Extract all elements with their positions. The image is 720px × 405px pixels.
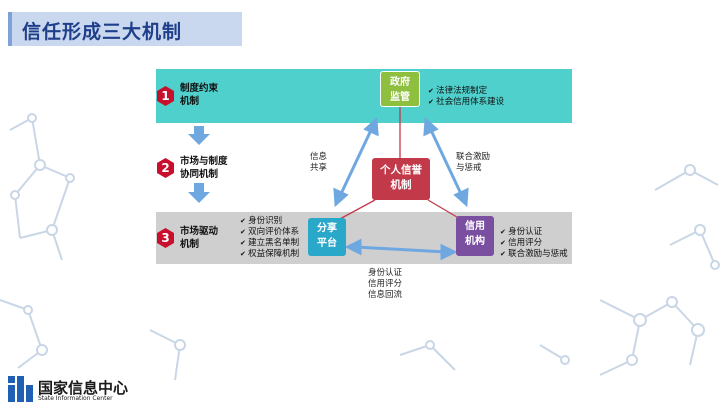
center-line2: 机制 [390,179,412,191]
credit-bullet-list: 身份认证 信用评分 联合激励与惩戒 [500,227,568,260]
gov-bullet: 法律法规制定 [428,86,504,97]
credit-line2: 机构 [465,236,485,247]
mechanism-1-line1: 制度约束 [180,83,219,94]
mechanism-1-label: 制度约束 机制 [180,82,218,108]
mechanism-2-number: 2 [157,158,174,178]
down-arrow-2 [188,183,210,203]
flow-arrow-bottom [355,245,447,254]
flow-arrow-right [428,127,464,197]
logo-subtitle: State Information Center [38,395,113,402]
credit-line1: 信用 [465,221,485,232]
flow-label-right: 联合激励 与惩戒 [456,152,490,174]
gov-line2: 监管 [390,92,410,103]
mechanism-2-label: 市场与制度 协同机制 [180,155,228,181]
logo-icon [8,376,33,402]
mechanism-3-label: 市场驱动 机制 [180,225,218,251]
flow-right-line2: 与惩戒 [456,163,482,173]
credit-bullet: 身份认证 [500,227,568,238]
gov-bullet: 社会信用体系建设 [428,97,504,108]
down-arrow-1 [188,126,210,145]
market-bullet: 双向评价体系 [240,227,299,238]
connector-center-share [337,199,376,221]
flow-label-bottom: 身份认证 信用评分 信息回流 [368,268,402,301]
title-bar [8,12,242,46]
flow-bottom-line: 信用评分 [368,279,403,289]
credit-bullet: 信用评分 [500,238,568,249]
flow-label-left: 信息 共享 [310,152,327,174]
mechanism-1-line2: 机制 [180,96,200,107]
share-line2: 平台 [317,238,337,249]
page-title: 信任形成三大机制 [22,21,183,43]
mechanism-2-line1: 市场与制度 [180,156,228,167]
mechanism-3-line2: 机制 [180,239,200,250]
market-bullet: 身份识别 [240,216,299,227]
flow-bottom-line: 信息回流 [368,290,403,300]
credit-bullet: 联合激励与惩戒 [500,249,568,260]
flow-left-line2: 共享 [310,163,328,173]
center-line1: 个人信誉 [380,164,422,176]
share-line1: 分享 [317,223,337,234]
center-box: 个人信誉 机制 [372,158,430,200]
mechanism-3-line1: 市场驱动 [180,226,219,237]
credit-institution-box: 信用 机构 [456,216,494,256]
flow-arrow-left [338,127,374,197]
market-bullet: 建立黑名单制 [240,238,299,249]
gov-box: 政府 监管 [380,71,420,107]
mechanism-3-number: 3 [157,228,174,248]
share-platform-box: 分享 平台 [308,218,346,256]
logo-name: 国家信息中心 [38,379,129,397]
market-bullet-list: 身份识别 双向评价体系 建立黑名单制 权益保障机制 [240,216,299,260]
gov-bullet-list: 法律法规制定 社会信用体系建设 [428,86,504,108]
mechanism-1-number: 1 [157,86,174,106]
flow-right-line1: 联合激励 [456,152,491,162]
gov-line1: 政府 [390,77,410,88]
market-bullet: 权益保障机制 [240,249,299,260]
mechanism-2-line2: 协同机制 [180,169,219,180]
flow-left-line1: 信息 [310,152,328,162]
flow-bottom-line: 身份认证 [368,268,403,278]
